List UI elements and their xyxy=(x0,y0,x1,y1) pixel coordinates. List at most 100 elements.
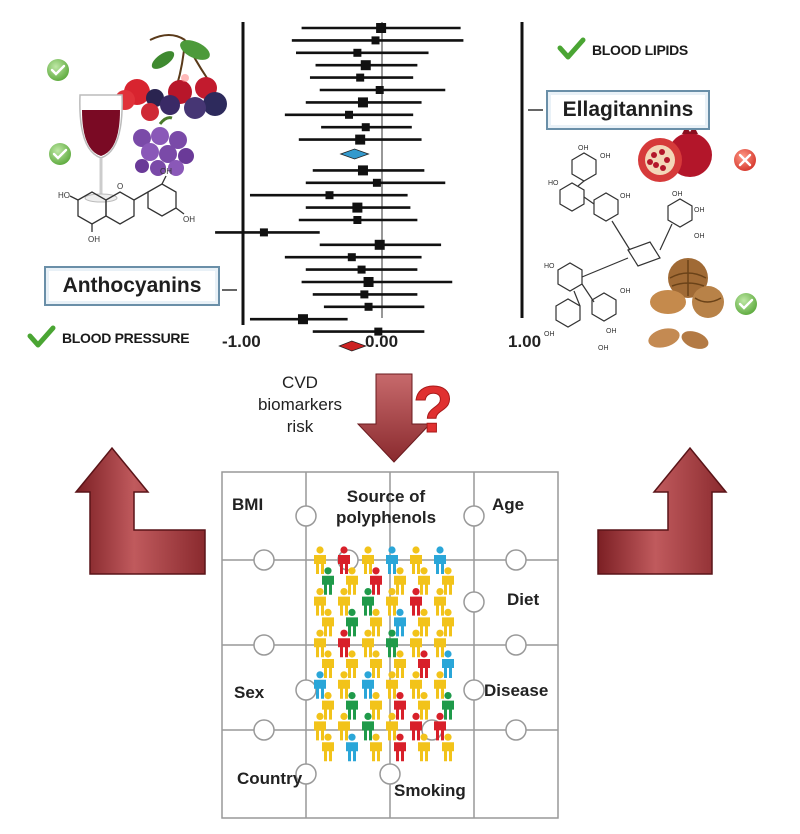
check-icon xyxy=(47,59,69,81)
svg-text:OH: OH xyxy=(600,153,611,160)
effect-marker xyxy=(357,165,368,176)
svg-text:OH: OH xyxy=(694,233,705,240)
biomarkers-line: biomarkers xyxy=(257,395,343,414)
person-figure xyxy=(442,733,454,762)
check-icon xyxy=(735,293,757,315)
svg-text:OH: OH xyxy=(578,145,589,152)
effect-marker xyxy=(363,277,374,287)
person-figure xyxy=(346,567,358,595)
almond-icon xyxy=(648,328,709,349)
effect-marker xyxy=(376,23,387,33)
effect-marker xyxy=(364,302,373,311)
effect-marker xyxy=(353,48,362,57)
person-figure xyxy=(394,733,406,762)
grapes-icon xyxy=(133,116,194,176)
factor-smoking: Smoking xyxy=(394,781,466,800)
person-figure xyxy=(442,567,454,595)
pomegranate-icon xyxy=(638,126,712,182)
person-figure xyxy=(442,692,454,720)
person-figure xyxy=(410,629,422,658)
person-figure xyxy=(314,629,326,658)
person-figure xyxy=(322,608,334,637)
effect-marker xyxy=(297,314,308,325)
blood-pressure-label: BLOOD PRESSURE xyxy=(62,330,190,346)
svg-text:OH: OH xyxy=(672,191,683,198)
effect-marker xyxy=(325,191,334,200)
person-figure xyxy=(394,650,406,678)
svg-text:HO: HO xyxy=(548,180,559,187)
person-figure xyxy=(394,567,406,595)
person-figure xyxy=(434,671,446,699)
effect-marker xyxy=(353,216,362,224)
factor-disease: Disease xyxy=(484,681,549,700)
effect-marker xyxy=(374,239,385,250)
question-mark-icon: ? xyxy=(413,372,453,446)
molecule-icon xyxy=(555,152,693,328)
person-figure xyxy=(418,692,430,720)
person-figure xyxy=(434,629,446,658)
cvd-question-text: CVD biomarkers risk xyxy=(240,372,360,438)
person-figure xyxy=(338,629,350,658)
berries-icon xyxy=(115,34,227,121)
ellagitannins-label: Ellagitannins xyxy=(546,90,710,130)
person-figure xyxy=(410,588,422,616)
person-figure xyxy=(418,567,430,595)
effect-marker xyxy=(259,228,268,237)
person-figure xyxy=(362,629,374,658)
person-figure xyxy=(386,712,398,741)
person-figure xyxy=(314,588,326,616)
person-figure xyxy=(338,546,350,574)
factor-diet: Diet xyxy=(507,590,540,609)
pooled-diamond xyxy=(338,340,367,352)
arrow-up-icon xyxy=(74,446,206,575)
person-figure xyxy=(370,692,382,720)
person-figure xyxy=(362,546,374,574)
person-figure xyxy=(370,567,382,595)
tick-label-0: 0.00 xyxy=(365,332,399,351)
person-figure xyxy=(418,608,430,637)
person-figure xyxy=(434,712,446,741)
effect-marker xyxy=(371,36,380,45)
person-figure xyxy=(442,650,454,678)
svg-text:OH: OH xyxy=(544,331,555,338)
person-figure xyxy=(346,608,358,637)
person-figure xyxy=(346,733,358,762)
person-figure xyxy=(410,546,422,574)
person-figure xyxy=(338,588,350,616)
effect-marker xyxy=(374,327,383,336)
blood-lipids-label: BLOOD LIPIDS xyxy=(592,42,688,58)
svg-text:OH: OH xyxy=(598,345,609,352)
factor-country: Country xyxy=(237,769,303,788)
effect-marker xyxy=(356,73,365,82)
arrow-up-icon xyxy=(597,446,728,575)
risk-line: risk xyxy=(286,417,314,436)
effect-marker xyxy=(360,290,369,299)
person-figure xyxy=(370,608,382,637)
effect-marker xyxy=(361,123,370,132)
person-figure xyxy=(394,692,406,720)
effect-marker xyxy=(357,97,368,108)
person-figure xyxy=(322,692,334,720)
factor-bmi: BMI xyxy=(232,495,264,514)
check-icon xyxy=(27,325,56,348)
tick-label-1: 1.00 xyxy=(508,332,542,351)
person-figure xyxy=(370,733,382,762)
person-figure xyxy=(410,671,422,699)
factor-source-line1: Source of xyxy=(346,487,426,506)
effect-marker xyxy=(357,265,366,274)
factor-age: Age xyxy=(492,495,525,514)
svg-text:OH: OH xyxy=(88,235,100,244)
molecule-icon xyxy=(69,175,185,232)
effect-marker xyxy=(360,60,371,71)
tick-label-neg1: -1.00 xyxy=(222,332,261,351)
effect-marker xyxy=(355,134,366,145)
person-figure xyxy=(386,546,398,574)
person-figure xyxy=(386,588,398,616)
person-figure xyxy=(314,712,326,741)
effect-marker xyxy=(352,202,363,213)
effect-marker xyxy=(372,178,381,187)
person-figure xyxy=(418,650,430,678)
factor-sex: Sex xyxy=(234,683,265,702)
person-figure xyxy=(322,567,334,595)
